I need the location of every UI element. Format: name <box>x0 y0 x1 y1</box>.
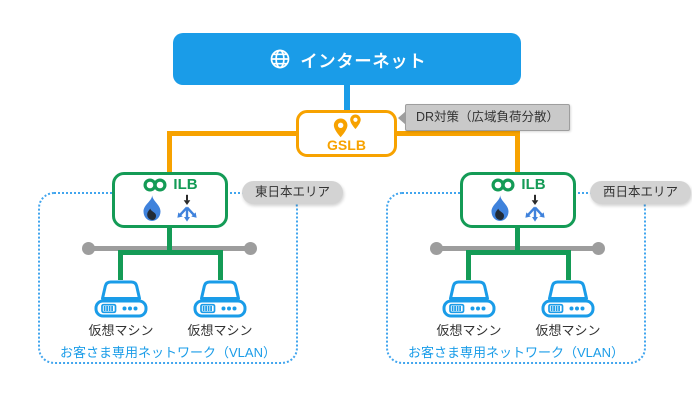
load-balancer-arrows-icon <box>175 194 199 222</box>
vm-label: 仮想マシン <box>535 323 601 338</box>
load-balancer-arrows-icon <box>523 194 547 222</box>
connector-server1-west <box>466 250 471 280</box>
bus-endpoint-icon <box>592 242 605 255</box>
note-pointer-icon <box>398 111 406 125</box>
globe-icon <box>270 49 289 69</box>
connector-server1-east <box>118 250 123 280</box>
ilb-title: ILB <box>490 176 546 193</box>
vlan-label-west: お客さま専用ネットワーク（VLAN） <box>408 345 624 360</box>
vm-node <box>93 278 149 320</box>
firewall-flame-icon <box>491 195 509 221</box>
connector-gslb-east-vertical <box>167 131 172 174</box>
ilb-node-west: ILB <box>460 172 576 228</box>
server-icon <box>94 280 148 318</box>
ilb-icons <box>141 194 199 222</box>
dr-note: DR対策（広域負荷分散） <box>398 104 571 131</box>
bus-endpoint-icon <box>244 242 257 255</box>
area-badge-west: 西日本エリア <box>590 181 692 204</box>
connector-gslb-east-horizontal <box>167 131 300 136</box>
connector-gslb-west-horizontal <box>394 131 520 136</box>
gslb-label: GSLB <box>327 137 366 153</box>
bus-endpoint-icon <box>430 242 443 255</box>
server-icon <box>442 280 496 318</box>
firewall-flame-icon <box>143 195 161 221</box>
vm-node <box>192 278 248 320</box>
server-icon <box>541 280 595 318</box>
connector-server2-west <box>566 250 571 280</box>
ilb-title: ILB <box>142 176 198 193</box>
dr-note-label: DR対策（広域負荷分散） <box>416 110 560 124</box>
connector-ilb-bus-east <box>167 225 172 255</box>
ilb-icons <box>489 194 547 222</box>
connector-server2-east <box>218 250 223 280</box>
gslb-node: GSLB <box>296 110 397 157</box>
vm-label: 仮想マシン <box>436 323 502 338</box>
ilb-label: ILB <box>521 176 546 193</box>
vlan-label-east: お客さま専用ネットワーク（VLAN） <box>60 345 276 360</box>
vm-label: 仮想マシン <box>88 323 154 338</box>
vm-label: 仮想マシン <box>187 323 253 338</box>
connector-gslb-west-vertical <box>515 131 520 174</box>
vm-node <box>441 278 497 320</box>
internet-node: インターネット <box>173 33 521 85</box>
infinity-icon <box>143 178 167 192</box>
ilb-node-east: ILB <box>112 172 228 228</box>
area-badge-east: 東日本エリア <box>242 181 344 204</box>
infinity-icon <box>491 178 515 192</box>
ilb-label: ILB <box>173 176 198 193</box>
connector-servers-west-horizontal <box>466 250 571 255</box>
map-pins-icon <box>333 114 361 138</box>
internet-label: インターネット <box>300 51 427 71</box>
connector-servers-east-horizontal <box>118 250 223 255</box>
server-icon <box>193 280 247 318</box>
connector-ilb-bus-west <box>515 225 520 255</box>
bus-endpoint-icon <box>82 242 95 255</box>
vm-node <box>540 278 596 320</box>
connector-internet-gslb <box>344 84 350 113</box>
